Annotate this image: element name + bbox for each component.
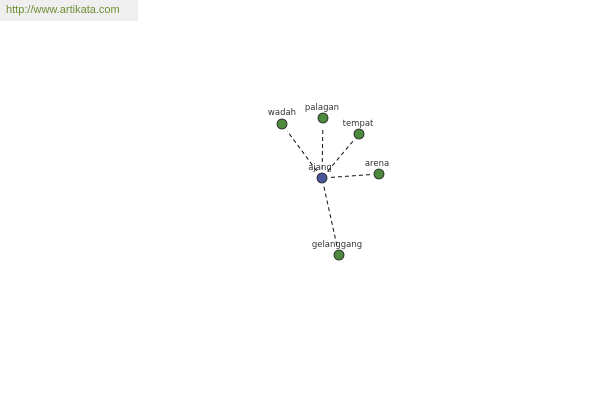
neighbor-label-arena[interactable]: arena — [365, 159, 389, 169]
neighbor-label-palagan[interactable]: palagan — [305, 103, 339, 113]
edge-ajang-wadah — [286, 130, 318, 172]
edge-ajang-arena — [330, 174, 371, 178]
neighbor-label-gelanggang[interactable]: gelanggang — [312, 240, 362, 250]
neighbor-node-gelanggang[interactable] — [333, 249, 345, 261]
labels-layer: wadah palagan tempat arena gelanggang ajang — [268, 103, 389, 250]
neighbor-node-palagan[interactable] — [317, 112, 329, 124]
neighbor-label-tempat[interactable]: tempat — [343, 119, 374, 129]
center-node-ajang[interactable] — [316, 172, 328, 184]
url-bar: http://www.artikata.com — [0, 0, 138, 21]
nodes-layer — [276, 112, 385, 261]
edges-layer — [286, 126, 371, 247]
neighbor-label-wadah[interactable]: wadah — [268, 108, 296, 118]
site-url-link[interactable]: http://www.artikata.com — [6, 4, 120, 16]
neighbor-node-wadah[interactable] — [276, 118, 288, 130]
neighbor-node-arena[interactable] — [373, 168, 385, 180]
edge-ajang-gelanggang — [323, 186, 338, 247]
edge-ajang-palagan — [321, 126, 324, 170]
center-label-ajang[interactable]: ajang — [308, 163, 332, 173]
neighbor-node-tempat[interactable] — [353, 128, 365, 140]
